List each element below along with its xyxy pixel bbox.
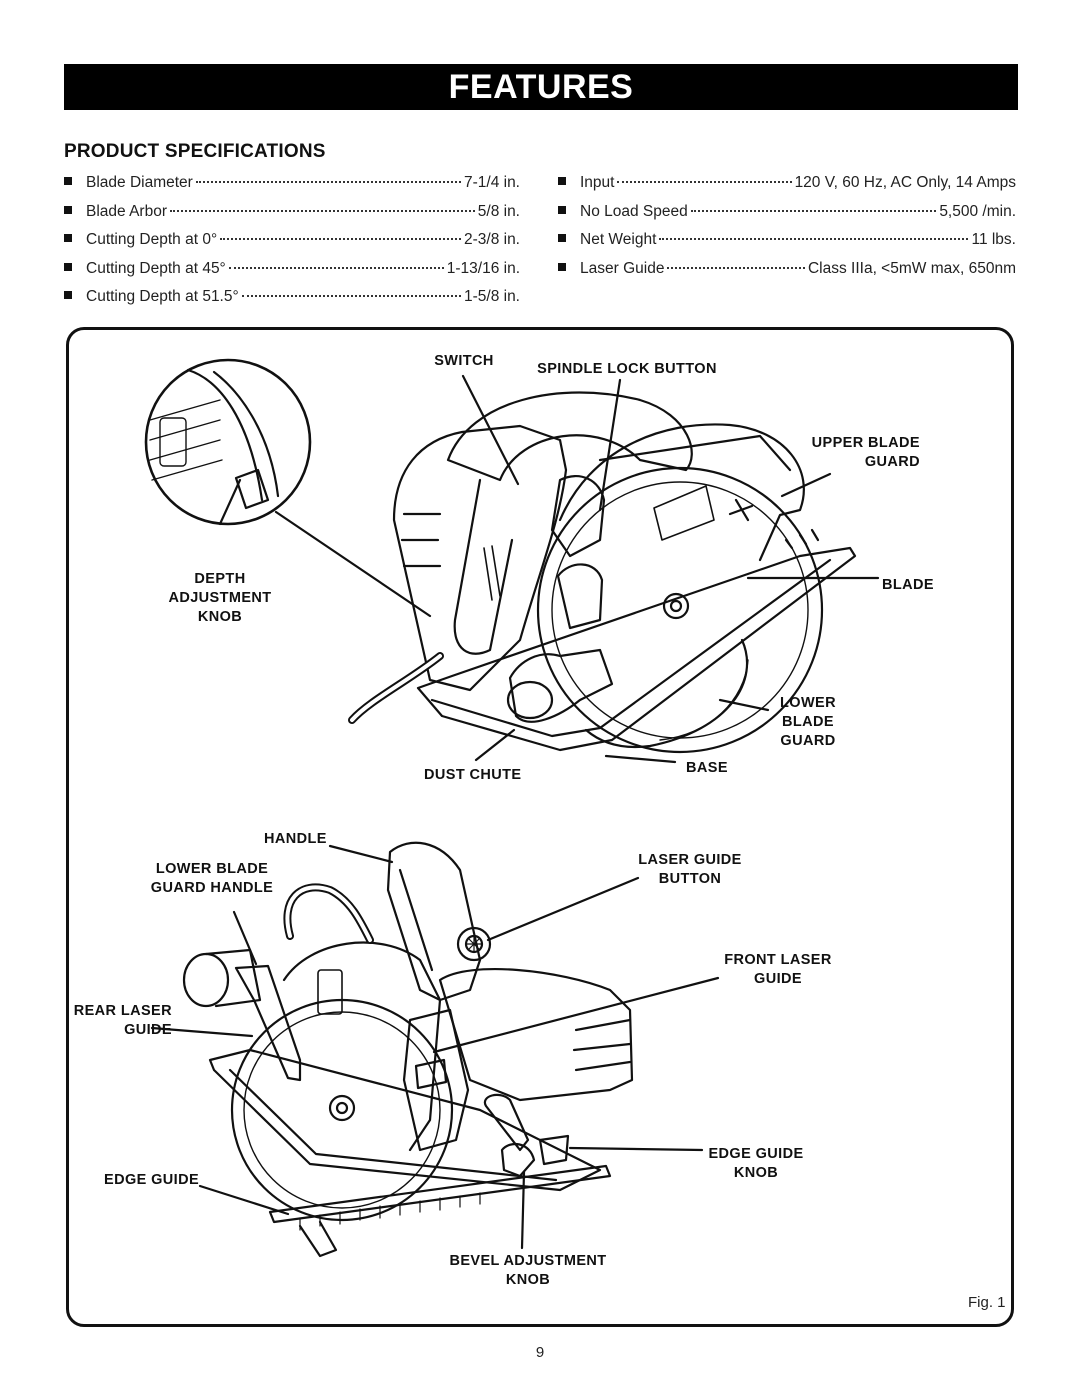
spec-label: Cutting Depth at 0° bbox=[86, 231, 218, 248]
spec-item: Cutting Depth at 45° 1-13/16 in. bbox=[64, 260, 520, 289]
dot-leader bbox=[667, 266, 805, 269]
figure-label: Fig. 1 bbox=[968, 1294, 1006, 1311]
dot-leader bbox=[617, 180, 792, 183]
bullet-icon bbox=[558, 234, 566, 242]
dot-leader bbox=[220, 237, 461, 240]
leader-line bbox=[461, 374, 520, 486]
callout-rear-laser-guide: REAR LASER GUIDE bbox=[73, 1003, 172, 1038]
callout-laser-guide-button: LASER GUIDE BUTTON bbox=[638, 852, 742, 887]
callout-dust-chute: DUST CHUTE bbox=[424, 767, 522, 783]
spec-label: Cutting Depth at 45° bbox=[86, 259, 226, 277]
dot-leader bbox=[690, 209, 937, 212]
callout-edge-guide-knob: EDGE GUIDE KNOB bbox=[708, 1146, 804, 1181]
callout-lower-blade-guard: LOWER BLADE GUARD bbox=[780, 695, 836, 749]
spec-label: Blade Arbor bbox=[86, 202, 167, 220]
spec-value: 1-5/8 in. bbox=[463, 288, 520, 305]
callout-switch: SWITCH bbox=[434, 353, 494, 369]
depth-knob-inset bbox=[144, 358, 312, 526]
callout-lower-blade-guard-handle: LOWER BLADE GUARD HANDLE bbox=[150, 861, 274, 896]
dot-leader bbox=[241, 294, 461, 297]
spec-item: Input 120 V, 60 Hz, AC Only, 14 Amps bbox=[558, 174, 1016, 203]
spec-label: Cutting Depth at 51.5° bbox=[86, 288, 239, 305]
callout-upper-blade-guard: UPPER BLADE GUARD bbox=[811, 435, 920, 470]
dot-leader bbox=[170, 209, 475, 212]
spec-label: No Load Speed bbox=[580, 202, 688, 220]
callout-spindle-lock-button: SPINDLE LOCK BUTTON bbox=[537, 361, 717, 377]
spec-item: Net Weight 11 lbs. bbox=[558, 231, 1016, 260]
callout-depth-adjustment-knob: DEPTH ADJUSTMENT KNOB bbox=[168, 571, 272, 625]
leader-line bbox=[486, 876, 640, 942]
spec-value: 11 lbs. bbox=[971, 231, 1016, 248]
callout-bevel-adjustment-knob: BEVEL ADJUSTMENT KNOB bbox=[449, 1253, 607, 1288]
leader-line bbox=[328, 844, 394, 864]
bullet-icon bbox=[64, 291, 72, 299]
leader-line bbox=[218, 478, 242, 526]
bullet-icon bbox=[558, 205, 566, 214]
spec-value: 5,500 /min. bbox=[939, 202, 1016, 220]
leader-line bbox=[604, 754, 677, 764]
callout-blade: BLADE bbox=[882, 577, 934, 593]
figure-frame bbox=[66, 327, 1014, 1327]
bullet-icon bbox=[64, 205, 72, 214]
spec-value: 7-1/4 in. bbox=[463, 174, 520, 191]
callout-handle: HANDLE bbox=[264, 831, 327, 847]
leader-line bbox=[432, 976, 720, 1054]
dot-leader bbox=[659, 237, 969, 240]
spec-item: Blade Arbor 5/8 in. bbox=[64, 203, 520, 232]
leader-line bbox=[150, 1026, 254, 1038]
spec-item: Cutting Depth at 0° 2-3/8 in. bbox=[64, 231, 520, 260]
spec-value: Class IIIa, <5mW max, 650nm bbox=[807, 259, 1016, 277]
bullet-icon bbox=[64, 262, 72, 271]
bullet-icon bbox=[64, 234, 72, 242]
bullet-icon bbox=[558, 262, 566, 271]
spec-value: 5/8 in. bbox=[477, 202, 520, 220]
dot-leader bbox=[195, 180, 461, 183]
spec-value: 2-3/8 in. bbox=[463, 231, 520, 248]
spec-item: No Load Speed 5,500 /min. bbox=[558, 203, 1016, 232]
leader-line bbox=[520, 1170, 526, 1250]
leader-line bbox=[198, 1184, 290, 1216]
bullet-icon bbox=[558, 177, 566, 185]
leader-line bbox=[718, 698, 770, 712]
bullet-icon bbox=[64, 177, 72, 185]
page-number: 9 bbox=[535, 1344, 545, 1361]
section-title: PRODUCT SPECIFICATIONS bbox=[64, 141, 326, 162]
callout-edge-guide: EDGE GUIDE bbox=[104, 1172, 200, 1188]
specs-right-list: Input 120 V, 60 Hz, AC Only, 14 Amps No L… bbox=[558, 174, 1016, 288]
spec-value: 1-13/16 in. bbox=[446, 259, 520, 277]
spec-label: Laser Guide bbox=[580, 259, 665, 277]
spec-label: Net Weight bbox=[580, 231, 657, 248]
specs-left-list: Blade Diameter 7-1/4 in. Blade Arbor 5/8 i… bbox=[64, 174, 520, 317]
leader-line bbox=[598, 378, 622, 512]
spec-label: Blade Diameter bbox=[86, 174, 193, 191]
spec-value: 120 V, 60 Hz, AC Only, 14 Amps bbox=[794, 174, 1016, 191]
dot-leader bbox=[228, 266, 444, 269]
bottom-saw-drawing bbox=[182, 841, 634, 1258]
features-banner: FEATURES bbox=[64, 64, 1018, 110]
top-saw-drawing bbox=[348, 391, 857, 754]
leader-line bbox=[232, 910, 258, 966]
spec-item: Blade Diameter 7-1/4 in. bbox=[64, 174, 520, 203]
leader-line bbox=[780, 472, 832, 498]
leader-line bbox=[568, 1146, 704, 1152]
leader-line bbox=[474, 728, 516, 762]
spec-item: Cutting Depth at 51.5° 1-5/8 in. bbox=[64, 288, 520, 317]
spec-item: Laser Guide Class IIIa, <5mW max, 650nm bbox=[558, 260, 1016, 289]
callout-front-laser-guide: FRONT LASER GUIDE bbox=[724, 952, 832, 987]
leader-line bbox=[274, 510, 432, 618]
callout-base: BASE bbox=[686, 760, 728, 776]
spec-label: Input bbox=[580, 174, 615, 191]
